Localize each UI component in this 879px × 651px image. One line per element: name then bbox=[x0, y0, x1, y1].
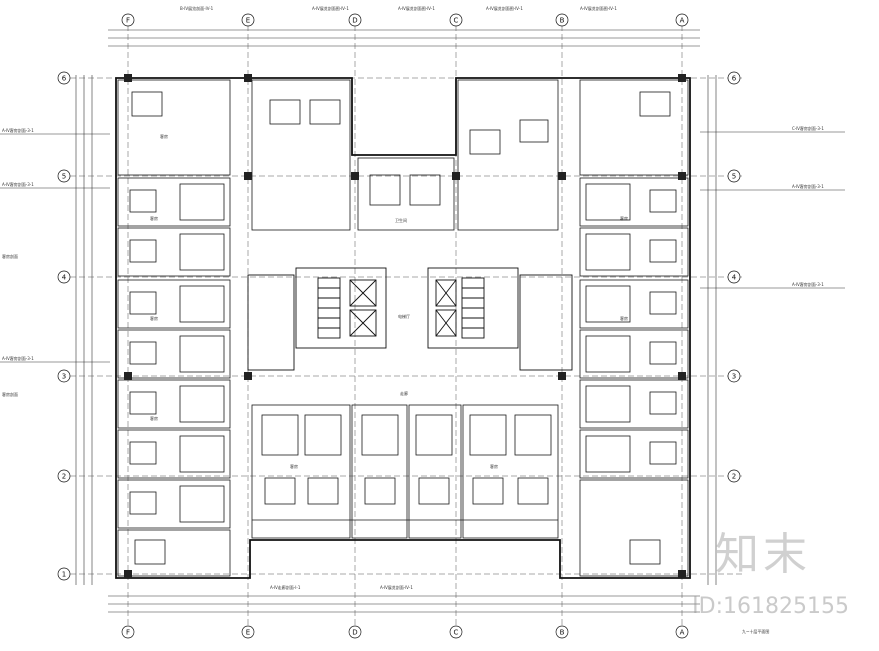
grid-bubbles-top bbox=[121, 13, 689, 27]
structural-columns bbox=[124, 74, 686, 578]
callout-left-5: 客房剖面 bbox=[2, 391, 18, 397]
section-callouts: B-IV展览剖面-IV-1 A-Ⅳ展览剖面图-Ⅳ-1 A-Ⅳ展览剖面图-Ⅳ-1 … bbox=[0, 5, 845, 590]
axis-top-1: F bbox=[126, 17, 130, 25]
axis-left-1: 6 bbox=[62, 75, 67, 83]
label-room-5: 客房 bbox=[620, 215, 628, 221]
top-suites bbox=[251, 79, 559, 231]
label-room-4: 客房 bbox=[150, 415, 158, 421]
axis-labels: F E D C B A F E D C B A 6 5 4 3 2 1 6 5 … bbox=[62, 17, 737, 637]
axis-left-2: 5 bbox=[62, 173, 66, 181]
axis-left-4: 3 bbox=[62, 373, 66, 381]
core-elevators bbox=[247, 267, 573, 371]
axis-right-5: 2 bbox=[732, 473, 736, 481]
watermark-logo: 知末 bbox=[715, 529, 811, 580]
grid-bubbles-bottom bbox=[121, 625, 689, 639]
axis-right-4: 3 bbox=[732, 373, 736, 381]
axis-right-3: 4 bbox=[732, 274, 737, 282]
axis-bottom-5: B bbox=[560, 629, 565, 637]
callout-right-2: A-Ⅳ客房剖面-3-1 bbox=[792, 183, 824, 189]
label-room-2: 客房 bbox=[150, 215, 158, 221]
callout-top-2: A-Ⅳ展览剖面图-Ⅳ-1 bbox=[312, 5, 349, 11]
label-room-8: 客房 bbox=[490, 463, 498, 469]
callout-left-3: 客房剖面 bbox=[2, 253, 18, 259]
grid-bubbles-right bbox=[727, 71, 741, 483]
right-wing-rooms bbox=[579, 79, 689, 577]
callout-left-4: A-Ⅳ客房剖面-3-1 bbox=[2, 355, 34, 361]
axis-top-6: A bbox=[680, 17, 685, 25]
callout-left-2: A-Ⅳ客房剖面-3-1 bbox=[2, 181, 34, 187]
axis-left-3: 4 bbox=[62, 274, 67, 282]
axis-bottom-6: A bbox=[680, 629, 685, 637]
left-wing-rooms bbox=[117, 79, 231, 577]
label-wc: 卫生间 bbox=[395, 217, 407, 223]
callout-top-5: A-Ⅳ展览剖面图-Ⅳ-1 bbox=[580, 5, 617, 11]
callout-bottom-2: A-Ⅳ展览剖面-Ⅳ-1 bbox=[380, 584, 413, 590]
axis-right-2: 5 bbox=[732, 173, 736, 181]
axis-left-6: 1 bbox=[62, 571, 66, 579]
axis-left-5: 2 bbox=[62, 473, 66, 481]
callout-left-1: A-Ⅳ客房剖面-3-1 bbox=[2, 127, 34, 133]
label-room-1: 客房 bbox=[160, 133, 168, 139]
dimension-lines bbox=[75, 29, 717, 613]
building-outline bbox=[115, 77, 691, 579]
axis-bottom-2: E bbox=[246, 629, 250, 637]
callout-top-3: A-Ⅳ展览剖面图-Ⅳ-1 bbox=[398, 5, 435, 11]
label-corridor: 走廊 bbox=[400, 390, 408, 396]
bottom-rooms bbox=[251, 404, 559, 539]
callout-right-1: C-Ⅳ客房剖面-3-1 bbox=[792, 125, 824, 131]
watermark-id: ID:161825155 bbox=[692, 594, 849, 619]
axis-top-2: E bbox=[246, 17, 250, 25]
label-room-7: 客房 bbox=[290, 463, 298, 469]
label-lobby: 电梯厅 bbox=[398, 313, 410, 319]
label-room-6: 客房 bbox=[620, 315, 628, 321]
room-labels: 电梯厅 客房 客房 客房 客房 客房 客房 客房 客房 卫生间 走廊 bbox=[150, 133, 628, 469]
axis-top-3: D bbox=[352, 17, 357, 25]
drawing-title: 九~十层平面图 bbox=[742, 628, 769, 634]
axis-top-4: C bbox=[454, 17, 459, 25]
axis-bottom-4: C bbox=[454, 629, 459, 637]
grid-bubbles-left bbox=[57, 71, 71, 581]
callout-top-4: A-Ⅳ展览剖面图-Ⅳ-1 bbox=[486, 5, 523, 11]
axis-bottom-1: F bbox=[126, 629, 130, 637]
axis-top-5: B bbox=[560, 17, 565, 25]
axis-bottom-3: D bbox=[352, 629, 357, 637]
label-room-3: 客房 bbox=[150, 315, 158, 321]
callout-bottom-1: A-Ⅳ走廊剖面-Ⅰ-1 bbox=[270, 584, 301, 590]
callout-right-3: A-Ⅳ客房剖面-3-1 bbox=[792, 281, 824, 287]
callout-top-1: B-IV展览剖面-IV-1 bbox=[180, 5, 214, 11]
axis-right-1: 6 bbox=[732, 75, 737, 83]
